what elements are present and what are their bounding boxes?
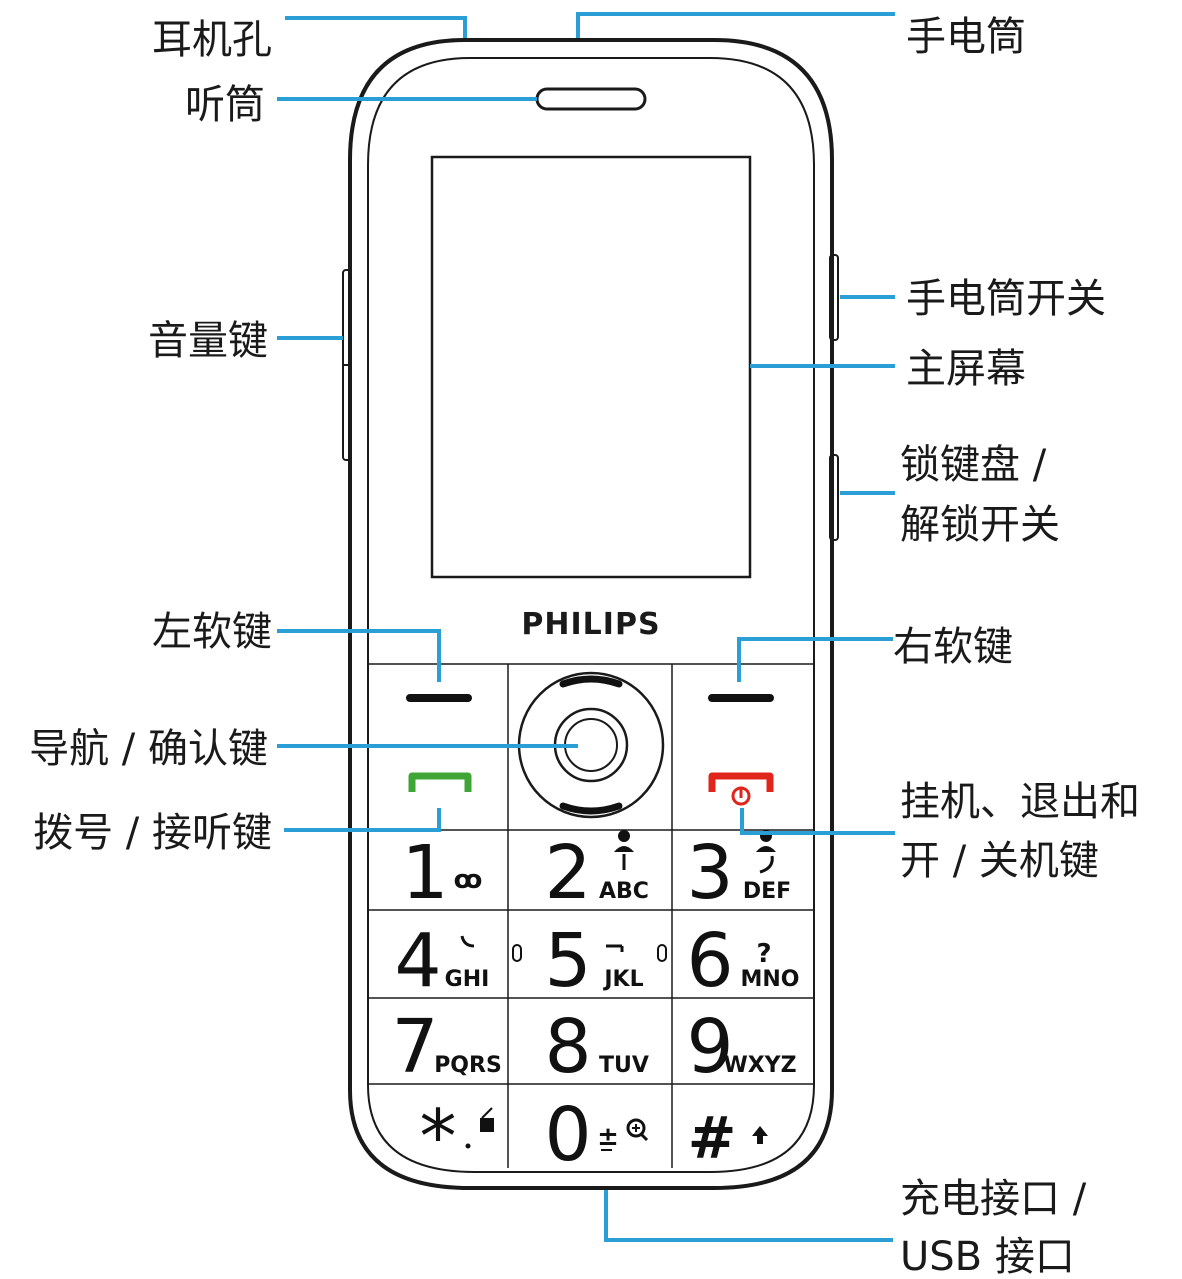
key-9[interactable]: 9	[686, 1004, 733, 1090]
message-icon	[465, 1107, 494, 1149]
call-answer-key[interactable]	[408, 772, 472, 792]
contact-icon-2	[614, 830, 634, 870]
label-charging-line1: 充电接口 /	[900, 1176, 1087, 1222]
call-log-icon	[460, 935, 475, 948]
label-right-soft-key: 右软键	[893, 624, 1013, 670]
shift-up-icon	[752, 1126, 768, 1144]
brand-logo: PHILIPS	[521, 607, 660, 642]
key-6-letters: MNO	[740, 967, 799, 992]
key-7-letters: PQRS	[434, 1053, 502, 1078]
power-icon	[731, 786, 751, 806]
label-earpiece: 听筒	[185, 82, 265, 128]
label-end-power-line2: 开 / 关机键	[900, 838, 1099, 884]
right-marker-icon	[657, 944, 667, 962]
phone-outer-shell	[348, 38, 834, 1190]
left-marker-icon	[512, 944, 522, 962]
question-icon: ?	[756, 939, 771, 969]
key-star[interactable]: *	[420, 1094, 457, 1180]
key-3[interactable]: 3	[686, 830, 733, 916]
leader-call-answer	[284, 808, 441, 832]
key-5-letters: JKL	[602, 967, 643, 992]
label-call-answer: 拨号 / 接听键	[33, 810, 272, 856]
key-8-letters: TUV	[599, 1053, 649, 1078]
plus-minus-icon: ±	[597, 1122, 619, 1152]
key-9-letters: WXYZ	[723, 1053, 796, 1078]
leader-right-soft-key	[737, 637, 893, 682]
key-5[interactable]: 5	[544, 918, 591, 1004]
label-keypad-lock-line2: 解锁开关	[900, 502, 1060, 548]
key-4-letters: GHI	[445, 967, 490, 992]
zoom-icon	[626, 1118, 649, 1142]
key-1[interactable]: 1	[401, 830, 448, 916]
label-nav-confirm: 导航 / 确认键	[29, 726, 268, 772]
end-power-key[interactable]	[708, 772, 774, 806]
phone-inner-bezel	[367, 57, 815, 1173]
label-flashlight-switch: 手电筒开关	[906, 276, 1106, 322]
label-headphone-jack: 耳机孔	[152, 17, 272, 63]
key-0[interactable]: 0	[544, 1092, 591, 1178]
key-2[interactable]: 2	[544, 830, 591, 916]
key-4[interactable]: 4	[394, 918, 441, 1004]
key-8[interactable]: 8	[544, 1004, 591, 1090]
label-end-power-line1: 挂机、退出和	[900, 779, 1140, 825]
label-keypad-lock-line1: 锁键盘 /	[900, 442, 1047, 488]
label-main-screen: 主屏幕	[906, 346, 1026, 392]
leader-flashlight	[576, 12, 895, 38]
key-6[interactable]: 6	[686, 918, 733, 1004]
label-left-soft-key: 左软键	[152, 609, 272, 655]
label-flashlight: 手电筒	[906, 14, 1026, 60]
leader-end-power	[740, 808, 895, 835]
voicemail-icon: ꝏ	[454, 865, 483, 895]
keypad-grid	[368, 830, 814, 1168]
flashlight-switch-shape	[829, 254, 839, 341]
leader-charging-port	[604, 1190, 893, 1242]
main-screen	[430, 155, 752, 579]
key-3-letters: DEF	[743, 879, 791, 904]
contact-icon-3	[756, 830, 776, 874]
leader-headphone-jack	[285, 16, 467, 38]
key-7[interactable]: 7	[391, 1004, 438, 1090]
phone-body: PHILIPS	[342, 38, 839, 1190]
leader-lines	[277, 12, 895, 1242]
label-volume-key: 音量键	[148, 318, 268, 364]
key-2-letters: ABC	[599, 879, 649, 904]
label-charging-line2: USB 接口	[900, 1234, 1075, 1279]
key-hash[interactable]: #	[688, 1104, 737, 1172]
callout-labels: 耳机孔 手电筒 听筒 音量键 手电筒开关 主屏幕 锁键盘 / 解锁开关 左软键 …	[29, 14, 1140, 1279]
arrow-icon-5	[606, 944, 624, 952]
leader-left-soft-key	[277, 629, 441, 682]
lock-switch-shape	[829, 454, 839, 541]
earpiece-slot	[535, 87, 647, 111]
